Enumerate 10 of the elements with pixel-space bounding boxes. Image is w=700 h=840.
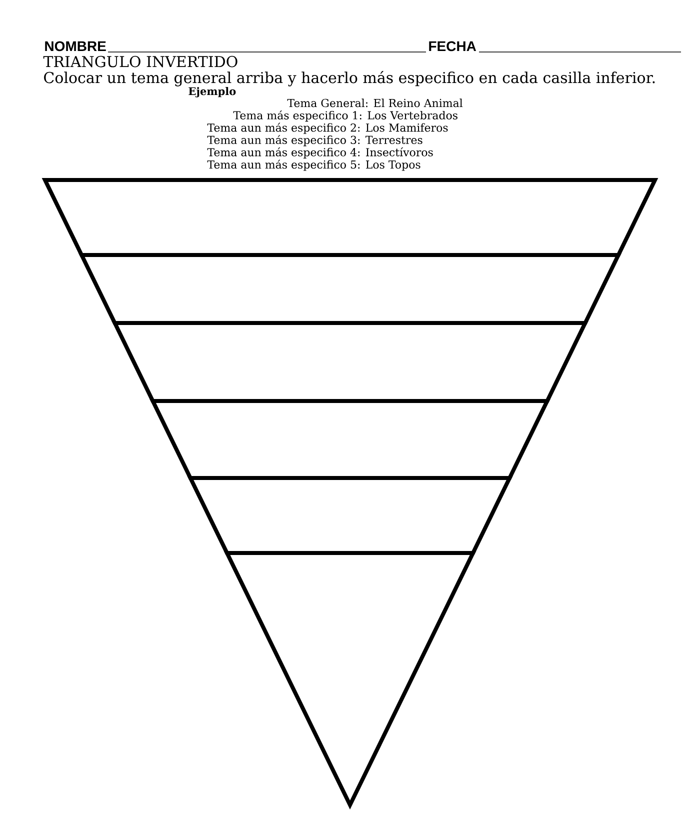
example-line: Tema aun más especifico 4: Insectívoros (207, 147, 433, 158)
instruction-text: Colocar un tema general arriba y hacerlo más especifico en cada casilla inferior. (44, 71, 655, 86)
example-line: Tema más especifico 1: Los Vertebrados (233, 110, 458, 122)
example-heading: Ejemplo (188, 87, 236, 98)
example-line: Tema aun más especifico 2: Los Mamiferos (207, 122, 448, 134)
example-line: Tema aun más especifico 3: Terrestres (207, 135, 422, 146)
title: TRIANGULO INVERTIDO (43, 56, 238, 68)
example-line: Tema General: El Reino Animal (287, 98, 463, 108)
field-label: NOMBRE (45, 41, 106, 52)
field-label: FECHA (429, 41, 476, 52)
